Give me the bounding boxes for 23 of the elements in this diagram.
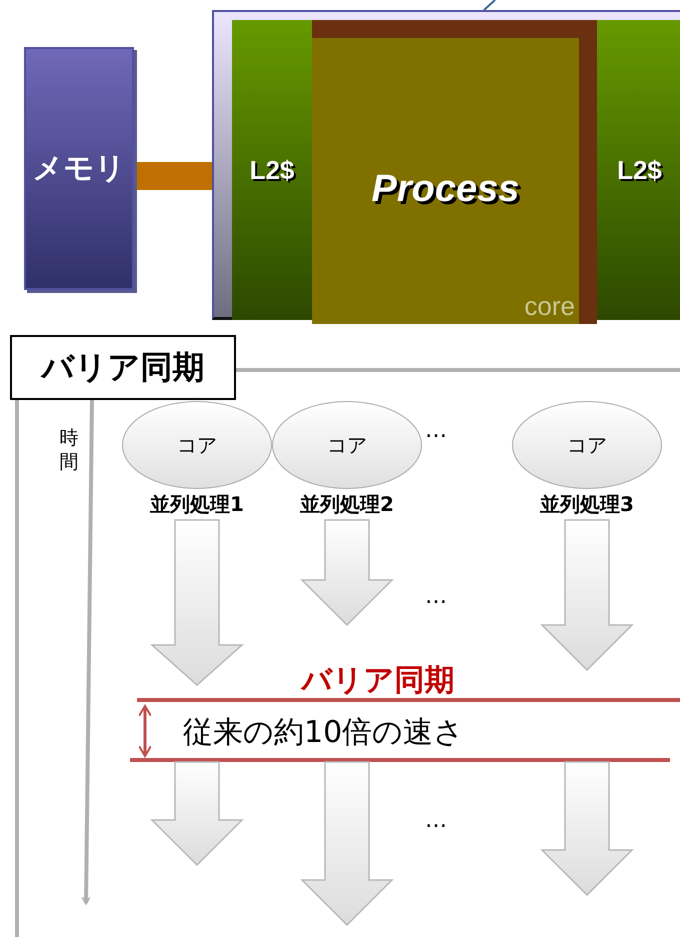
ellipsis: … xyxy=(425,584,447,609)
barrier-label: バリア同期 xyxy=(300,664,456,698)
core-ellipse: コア xyxy=(512,401,662,489)
cache-block: L2$ xyxy=(597,20,680,320)
cache-block: L2$ xyxy=(232,20,312,320)
process-label: 並列処理3 xyxy=(539,491,635,518)
axis-label: 時間 xyxy=(58,426,80,474)
ellipsis: … xyxy=(425,808,447,833)
block-arrow xyxy=(300,519,394,626)
process-label: 並列処理1 xyxy=(149,491,245,518)
ellipsis: … xyxy=(425,418,447,443)
memory-block: メモリ xyxy=(24,47,134,290)
bus-bar xyxy=(134,162,212,190)
core-ellipse: コア xyxy=(272,401,422,489)
block-arrow xyxy=(150,519,244,686)
process-label: 並列処理2 xyxy=(299,491,395,518)
title-box: バリア同期 xyxy=(10,335,236,400)
core-label: core xyxy=(524,291,575,322)
core-ellipse: コア xyxy=(122,401,272,489)
core-block xyxy=(312,20,597,324)
speed-note: 従来の約10倍の速さ xyxy=(183,714,464,752)
block-arrow xyxy=(540,519,634,672)
core-title: Process xyxy=(370,168,520,211)
